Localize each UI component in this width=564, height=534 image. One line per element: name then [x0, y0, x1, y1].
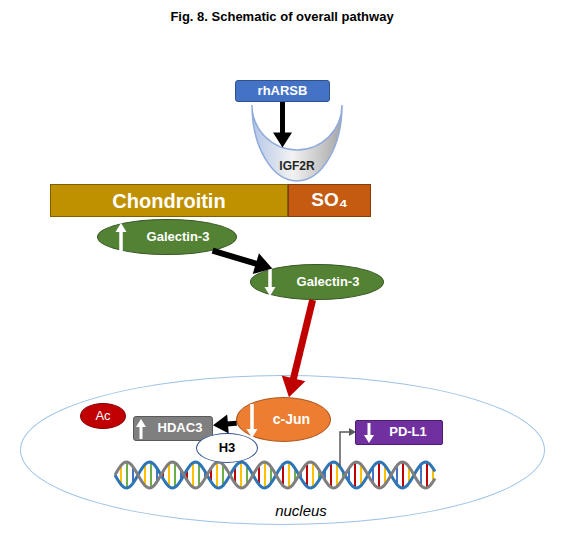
dna-rung: [402, 462, 404, 488]
factor-ellipse: c-Jun: [236, 397, 331, 442]
connector-arrow: [273, 102, 292, 148]
dna-rung: [312, 463, 314, 488]
protein-ellipse: Galectin-3: [97, 219, 237, 255]
connector-line: [293, 300, 312, 379]
dna-rung: [150, 462, 152, 487]
dna-rung: [240, 462, 242, 488]
up-arrowhead: [116, 223, 127, 232]
node-label: c-Jun: [273, 412, 310, 427]
dna-rung: [354, 462, 356, 487]
dna-rung: [192, 463, 194, 488]
dna-rung: [378, 462, 380, 488]
up-arrow: [140, 426, 143, 439]
node-label: Chondroitin: [112, 190, 225, 212]
node-label: PD-L1: [389, 425, 427, 439]
dna-rung: [306, 463, 308, 486]
node-label: Galectin-3: [147, 230, 210, 244]
dna-strand: [115, 462, 435, 488]
receptor-crescent: IGF2R: [252, 103, 342, 181]
down-arrow: [368, 423, 371, 436]
connector-line: [280, 102, 285, 134]
dna-rung: [216, 462, 218, 487]
dna-rung: [174, 463, 176, 488]
node-label: Galectin-3: [297, 275, 360, 289]
connector-line: [227, 421, 237, 427]
up-arrowhead: [136, 419, 146, 427]
crescent-outline: [252, 105, 342, 181]
node-label: rhARSB: [258, 84, 308, 98]
protein-ellipse: Galectin-3: [250, 264, 384, 300]
figure-title: Fig. 8. Schematic of overall pathway: [0, 9, 564, 24]
dna-rung: [336, 463, 338, 486]
dna-rung: [426, 462, 428, 487]
up-arrow: [119, 231, 123, 251]
down-arrowhead: [364, 435, 374, 443]
arrow-head: [282, 375, 306, 397]
transcription-arrow: [340, 432, 350, 466]
dna-rung: [198, 463, 200, 486]
down-arrowhead: [247, 429, 258, 438]
acetyl-ellipse: Ac: [80, 403, 126, 429]
gene-box: PD-L1: [355, 420, 443, 445]
node-label: Ac: [95, 409, 110, 423]
arrow-head: [213, 415, 229, 434]
node-label: SO₄: [311, 190, 348, 211]
down-arrow: [250, 404, 254, 430]
node-label: IGF2R: [252, 160, 342, 173]
protein-box: rhARSB: [235, 80, 330, 102]
dna-rung: [168, 463, 170, 486]
connector-arrow: [213, 415, 237, 434]
dna-rung: [288, 462, 290, 487]
connector-arrow: [213, 251, 273, 274]
down-arrowhead: [265, 287, 276, 296]
histone-ellipse: H3: [196, 433, 258, 463]
nucleus-ellipse: nucleus AcHDAC3 c-JunH3 PD-L1: [20, 375, 545, 525]
down-arrow: [268, 268, 272, 288]
dna-rung: [126, 462, 128, 488]
connector-line: [213, 251, 257, 264]
node-label: nucleus: [251, 503, 351, 520]
arrow-head: [273, 133, 292, 148]
node-label: HDAC3: [158, 421, 203, 435]
dna-strand: [115, 462, 435, 488]
arrow-head: [253, 253, 273, 274]
chondroitin-bar: Chondroitin: [50, 184, 288, 217]
connector-arrow: [282, 300, 313, 397]
dna-rung: [264, 462, 266, 488]
node-label: H3: [219, 441, 236, 455]
sulfate-bar: SO₄: [288, 184, 371, 217]
enzyme-box: HDAC3: [133, 416, 213, 441]
dna-rung: [330, 463, 332, 488]
